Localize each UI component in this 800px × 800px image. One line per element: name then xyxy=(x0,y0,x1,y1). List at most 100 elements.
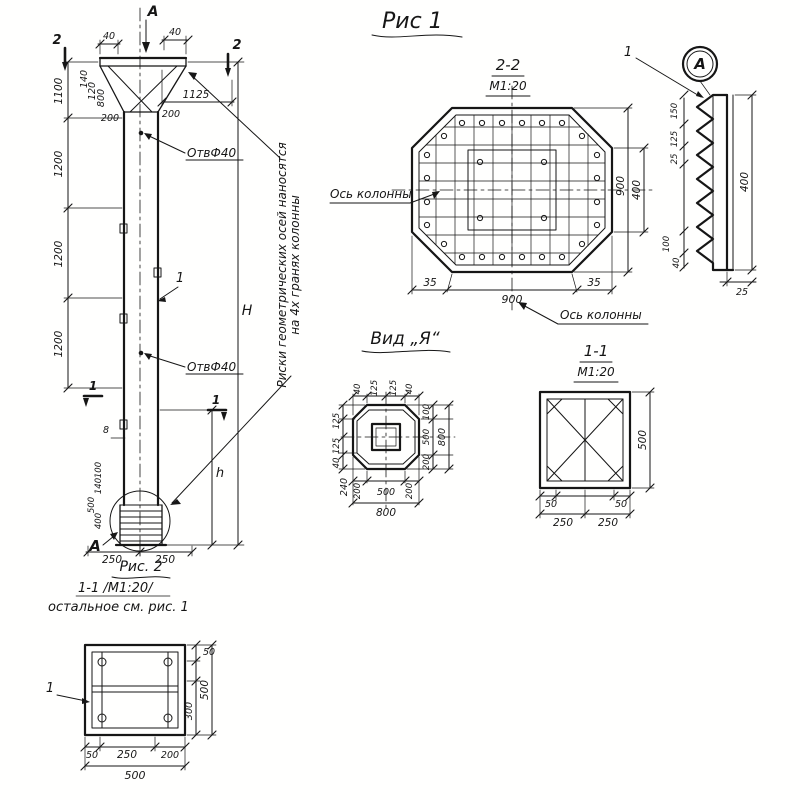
dim-250-right: 250 xyxy=(598,517,618,529)
chain-dim-1200b: 1200 xyxy=(53,240,65,267)
ya-right-100: 100 xyxy=(422,404,432,420)
dim-8: 8 xyxy=(103,425,109,436)
dim-125: 125 xyxy=(670,131,680,147)
dim-250-bottom: 250 xyxy=(117,749,137,761)
dim-H: Н xyxy=(242,303,253,319)
ya-top-125b: 125 xyxy=(389,380,399,396)
axis-mark xyxy=(119,419,128,430)
chain-dim-1200a: 1200 xyxy=(53,150,65,177)
dim-120: 120 xyxy=(87,82,98,100)
ya-bottom-800: 800 xyxy=(376,507,396,519)
dim-500-right: 500 xyxy=(199,680,211,700)
dim-1125: 1125 xyxy=(183,89,210,101)
axis-mark xyxy=(119,223,128,234)
ya-left-125b: 125 xyxy=(332,438,342,454)
dim-35-right: 35 xyxy=(587,277,601,289)
dim-500-total: 500 xyxy=(125,769,146,782)
hole-40-bottom xyxy=(138,350,144,356)
dim-900-right: 900 xyxy=(615,176,627,196)
dim-50-right: 50 xyxy=(615,499,627,510)
dim-50-top: 50 xyxy=(203,647,215,658)
dim-50-bottom: 50 xyxy=(86,750,98,761)
base-dim-500: 500 xyxy=(87,497,97,513)
ya-bottom-200a: 200 xyxy=(353,483,363,499)
chain-dim-1100: 1100 xyxy=(53,77,65,104)
small-octagon xyxy=(351,403,421,471)
section-1-1-scale: М1:20 xyxy=(577,365,615,379)
dim-25-bottom: 25 xyxy=(736,287,748,298)
marker-a-bottom: A xyxy=(88,537,101,555)
corner-gussets xyxy=(546,398,624,482)
fig2-note: остальное см. рис. 1 xyxy=(48,600,189,615)
dim-400: 400 xyxy=(739,172,751,192)
dim-200-left: 200 xyxy=(101,113,119,124)
note-line-1: Риски геометрических осей наносятся xyxy=(275,142,289,387)
fig2-section-label: 1-1 /М1:20/ xyxy=(78,581,154,596)
dim-100: 100 xyxy=(662,236,672,252)
dim-h: h xyxy=(216,466,224,481)
axis-label-left: Ось колонны xyxy=(330,187,412,201)
view-ya-title: Вид „Я“ xyxy=(370,329,439,349)
marker-2-right: 2 xyxy=(232,38,241,53)
dim-150: 150 xyxy=(670,103,680,119)
ya-right-200: 200 xyxy=(422,454,432,470)
base-dim-250-right: 250 xyxy=(155,554,175,566)
octagon-outline xyxy=(410,106,614,274)
base-dim-100: 100 xyxy=(94,462,104,478)
axis-mark xyxy=(153,267,162,278)
column-capital xyxy=(98,56,188,113)
column-elevation: A 2 2 xyxy=(48,4,302,615)
base-section-fig2: 1 50 500 300 50 250 200 500 xyxy=(46,640,217,782)
section-2-2: 2-2 М1:20 Ось колонны xyxy=(329,56,653,325)
ya-bottom-200b: 200 xyxy=(405,483,415,499)
ya-left-125a: 125 xyxy=(332,413,342,429)
dim-200-right: 200 xyxy=(162,109,180,120)
note-line-2: на 4х гранях колонны xyxy=(288,195,302,335)
dim-250-left: 250 xyxy=(553,517,573,529)
rebar-mesh xyxy=(418,114,606,266)
detail-a-letter: A xyxy=(693,55,706,73)
dim-40: 40 xyxy=(672,258,682,269)
dim-40-left: 40 xyxy=(103,31,115,42)
base-dim-140: 140 xyxy=(94,478,104,494)
hole-label-1: ОтвФ40 xyxy=(187,146,236,160)
marker-a-top: A xyxy=(147,4,159,20)
base-callout-1: 1 xyxy=(46,681,54,696)
part-callout-1: 1 xyxy=(176,271,184,286)
hole-label-2: ОтвФ40 xyxy=(187,360,236,374)
column-shaft xyxy=(119,110,162,507)
dim-300-right: 300 xyxy=(184,702,195,720)
column-base xyxy=(109,490,171,552)
dim-800: 800 xyxy=(96,89,107,107)
arrow-a-top xyxy=(142,42,150,53)
corner-bolts xyxy=(97,657,173,723)
ya-top-40b: 40 xyxy=(405,384,415,395)
base-dim-250-left: 250 xyxy=(102,554,122,566)
ya-left-240: 240 xyxy=(339,478,350,496)
axis-label-bottom: Ось колонны xyxy=(560,308,642,322)
hole-40-top xyxy=(138,130,144,136)
marker-2-left: 2 xyxy=(52,33,61,48)
title-underline xyxy=(371,34,463,38)
dim-200-bottom: 200 xyxy=(161,750,179,761)
fig2-label: Рис. 2 xyxy=(119,559,162,575)
section-2-2-scale: М1:20 xyxy=(489,79,527,93)
dim-40-right: 40 xyxy=(169,27,181,38)
dim-500-right: 500 xyxy=(637,430,649,450)
axis-mark xyxy=(119,313,128,324)
figure1-title: Рис 1 xyxy=(371,9,463,38)
ya-top-40a: 40 xyxy=(353,384,363,395)
ya-bottom-500: 500 xyxy=(377,487,395,498)
base-dim-400: 400 xyxy=(94,513,104,529)
corrugated-edge xyxy=(695,93,735,272)
frame-outline xyxy=(538,390,632,490)
dim-900-bottom: 900 xyxy=(502,293,523,306)
ya-right-800: 800 xyxy=(437,428,448,446)
dim-35-left: 35 xyxy=(423,277,437,289)
dim-50-left: 50 xyxy=(545,499,557,510)
chain-dim-1200c: 1200 xyxy=(53,330,65,357)
marker-1-right: 1 xyxy=(212,393,220,407)
dim-400-right: 400 xyxy=(631,180,643,200)
